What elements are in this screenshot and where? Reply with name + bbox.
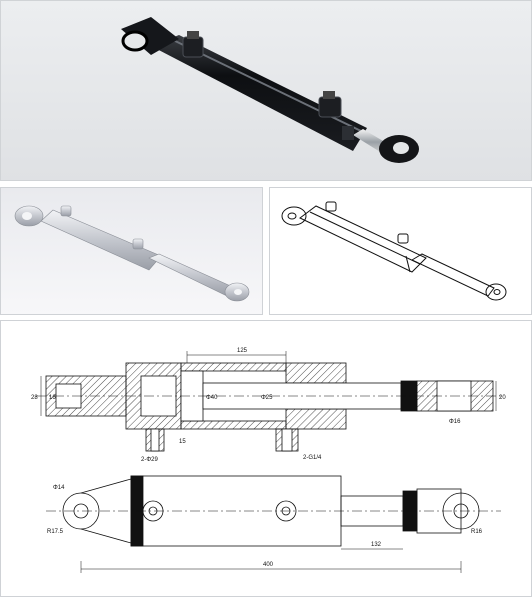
section-view xyxy=(36,362,501,452)
technical-drawing-panel: 125 28 16 Φ40 Φ25 15 2-Φ29 2-G1/4 Φ16 20 xyxy=(0,320,532,597)
plan-view xyxy=(46,475,501,547)
dim-125: 125 xyxy=(237,348,248,354)
dim-phi16: Φ16 xyxy=(449,419,461,425)
dim-20: 20 xyxy=(499,395,506,401)
dim-132: 132 xyxy=(371,542,382,548)
cylinder-render-panel xyxy=(0,187,263,315)
cylinder-photo xyxy=(121,17,419,163)
dim-phi25: Φ25 xyxy=(261,395,273,401)
dim-phi14: Φ14 xyxy=(53,485,65,491)
dim-2phi29: 2-Φ29 xyxy=(141,457,158,463)
technical-drawing: 125 28 16 Φ40 Φ25 15 2-Φ29 2-G1/4 Φ16 20 xyxy=(31,348,506,573)
cylinder-lineart-panel xyxy=(269,187,532,315)
cylinder-photo-panel xyxy=(0,0,532,181)
dim-15: 15 xyxy=(179,439,186,445)
cylinder-lineart xyxy=(281,201,507,301)
dim-r16: R16 xyxy=(471,529,483,535)
cylinder-render xyxy=(14,205,250,302)
dim-400: 400 xyxy=(263,562,274,568)
dim-16: 16 xyxy=(49,395,56,401)
dim-phi40: Φ40 xyxy=(206,395,218,401)
dim-2g14: 2-G1/4 xyxy=(303,455,322,461)
cylinder-body xyxy=(121,17,419,163)
dim-28: 28 xyxy=(31,395,38,401)
dim-r175: R17.5 xyxy=(47,529,64,535)
